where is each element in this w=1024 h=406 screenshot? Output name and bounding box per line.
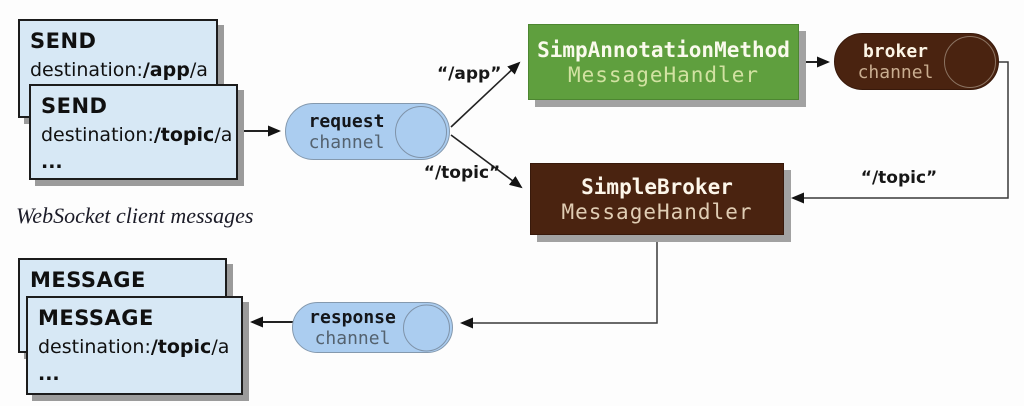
frame-command: SEND xyxy=(41,94,108,118)
frame-command: SEND xyxy=(30,29,97,53)
cylinder-cap-icon xyxy=(944,35,996,88)
handler-title: SimpleBroker xyxy=(581,174,733,199)
frame-command: MESSAGE xyxy=(38,306,154,330)
broker-channel-node: broker channel xyxy=(834,33,999,90)
handler-title: SimpAnnotationMethod xyxy=(537,37,790,62)
frame-destination: destination:/topic/a xyxy=(41,124,233,146)
simple-broker-handler-node: SimpleBroker MessageHandler xyxy=(530,163,784,235)
response-channel-node: response channel xyxy=(292,302,453,353)
handler-subtitle: MessageHandler xyxy=(567,62,759,87)
handler-subtitle: MessageHandler xyxy=(561,199,753,224)
arrow-request-to-annotation-handler xyxy=(450,61,521,128)
frame-command: MESSAGE xyxy=(30,268,146,292)
frame-ellipsis: ... xyxy=(38,363,60,385)
websocket-client-messages-caption: WebSocket client messages xyxy=(16,203,254,228)
arrow-simple-broker-to-response-channel xyxy=(460,232,658,329)
cylinder-cap-icon xyxy=(395,105,447,158)
request-channel-node: request channel xyxy=(285,103,450,160)
frame-destination: destination:/topic/a xyxy=(38,336,230,358)
channel-label: broker channel xyxy=(857,40,934,83)
arrow-request-to-simple-broker xyxy=(450,134,523,189)
simp-annotation-method-handler-node: SimpAnnotationMethod MessageHandler xyxy=(528,24,799,100)
edge-label-app: “/app” xyxy=(437,64,502,84)
arrow-broker-channel-to-simple-broker xyxy=(791,61,1009,204)
channel-label: response channel xyxy=(309,306,396,349)
edge-label-topic-right: “/topic” xyxy=(860,168,938,188)
frame-destination: destination:/app/a xyxy=(30,59,208,81)
frame-ellipsis: ... xyxy=(41,151,63,173)
cylinder-cap-icon xyxy=(403,304,450,351)
edge-label-topic-left: “/topic” xyxy=(423,163,501,183)
send-frame-card-front: SEND destination:/topic/a ... xyxy=(29,84,238,180)
message-frame-card-front: MESSAGE destination:/topic/a ... xyxy=(26,296,243,395)
channel-label: request channel xyxy=(308,110,385,153)
